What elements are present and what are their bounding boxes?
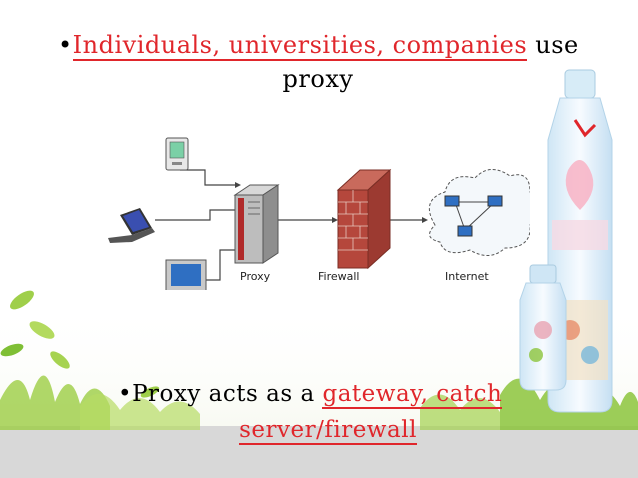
bullet-2-line2: server/firewall bbox=[239, 417, 417, 445]
bullet-2: •Proxy acts as a gateway, catch server/f… bbox=[118, 376, 538, 448]
desktop-computer-icon bbox=[165, 259, 207, 290]
pda-device-icon bbox=[165, 137, 189, 171]
internet-label: Internet bbox=[445, 270, 489, 283]
firewall-label: Firewall bbox=[318, 270, 359, 283]
bottle-decoration bbox=[519, 69, 613, 413]
bullet-2-text: Proxy acts as a bbox=[132, 381, 323, 407]
laptop-icon bbox=[108, 208, 155, 243]
bottom-strip bbox=[0, 426, 638, 478]
internet-cloud-icon bbox=[428, 169, 530, 256]
proxy-server-icon bbox=[233, 184, 280, 264]
proxy-network-diagram: Proxy Firewall bbox=[108, 137, 530, 290]
proxy-label: Proxy bbox=[240, 270, 271, 283]
bullet-1-marker: • bbox=[58, 31, 73, 59]
bullet-1-text: use bbox=[527, 31, 579, 59]
bullet-1: •Individuals, universities, companies us… bbox=[58, 28, 598, 96]
bullet-1-line2: proxy bbox=[282, 65, 354, 93]
bullet-2-highlight: gateway, catch bbox=[322, 381, 503, 409]
connection-lines bbox=[155, 169, 422, 290]
bullet-1-highlight: Individuals, universities, companies bbox=[72, 31, 528, 61]
firewall-icon bbox=[336, 168, 392, 270]
bullet-2-marker: • bbox=[118, 381, 133, 407]
